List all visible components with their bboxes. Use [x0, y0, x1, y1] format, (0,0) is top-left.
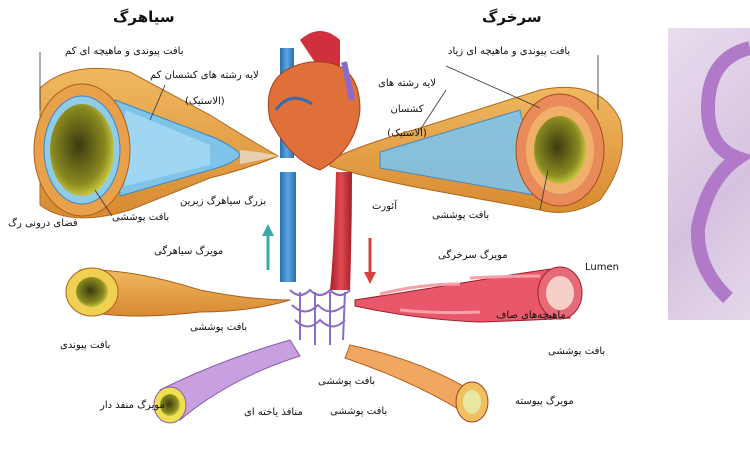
cell-pores-label: منافذ یاخته ای — [244, 407, 303, 418]
micrograph-panel — [668, 28, 750, 320]
vena-cava — [280, 172, 296, 282]
vena-cava-label: بزرگ سیاهرگ زیرین — [180, 196, 267, 207]
vein-elastic-label-1: لایه رشته های کشسان کم — [150, 70, 259, 81]
artery-connective-label: بافت پیوندی و ماهیچه ای زیاد — [448, 46, 571, 57]
artery-elastic-label-2: کشسان — [390, 104, 424, 115]
fenestrated-title: مویرگ منفذ دار — [100, 400, 165, 411]
continuous-capillary — [344, 344, 489, 423]
fenestrated-capillary — [153, 339, 301, 424]
aorta-label: آئورت — [372, 201, 397, 212]
vein-title: سیاهرگ — [113, 8, 175, 26]
arrow-up-icon — [262, 224, 274, 270]
leader-lines — [39, 52, 599, 217]
vein-lumen-label: فضای درونی رگ — [8, 218, 78, 229]
vein-cross-section — [33, 67, 280, 219]
venule-epithelium-label: بافت پوششی — [190, 322, 248, 333]
artery-epithelium-label: بافت پوششی — [432, 210, 490, 221]
venule-illustration — [65, 267, 291, 317]
vein-epithelium-label: بافت پوششی — [112, 212, 170, 223]
artery-elastic-label-3: (الاستیک) — [387, 128, 427, 139]
continuous-title: مویرگ پیوسته — [515, 396, 574, 407]
capillary-network — [289, 288, 351, 345]
vein-connective-label: بافت پیوندی و ماهیچه ای کم — [65, 46, 184, 57]
arrow-down-icon — [364, 238, 376, 284]
arteriole-illustration — [354, 266, 583, 323]
artery-elastic-label-1: لایه رشته های — [378, 78, 436, 89]
aorta — [330, 172, 352, 290]
artery-title: سرخرگ — [482, 8, 542, 26]
arteriole-smooth-muscle-label: ماهیچه‌های صاف — [496, 310, 566, 321]
venule-title: مویرگ سیاهرگی — [154, 246, 224, 257]
capillary-epithelium-bottom-label: بافت پوششی — [330, 406, 388, 417]
arteriole-epithelium-label: بافت پوششی — [548, 346, 606, 357]
heart-illustration — [267, 31, 361, 171]
venule-connective-label: بافت پیوندی — [60, 340, 111, 351]
arteriole-title: مویرگ سرخرگی — [438, 250, 508, 261]
vein-elastic-label-2: (الاستیک) — [185, 96, 225, 107]
artery-cross-section — [329, 86, 623, 213]
arteriole-lumen-label: Lumen — [585, 262, 619, 273]
capillary-epithelium-top-label: بافت پوششی — [318, 376, 376, 387]
